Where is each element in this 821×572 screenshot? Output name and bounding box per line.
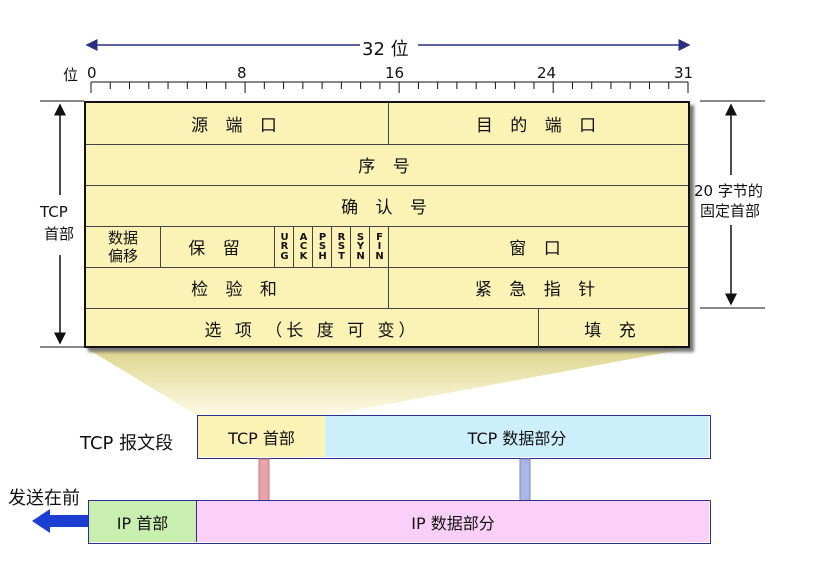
field-urgent-pointer: 紧 急 指 针	[474, 280, 602, 300]
field-padding: 填 充	[584, 320, 642, 341]
bit-unit-label: 位	[63, 66, 79, 84]
tick-label-8: 8	[237, 64, 247, 82]
zoom-funnel	[86, 348, 690, 416]
tcp-segment-label: TCP 报文段	[80, 433, 174, 454]
data-offset-line1: 数据	[107, 228, 138, 247]
tick-label-24: 24	[537, 64, 557, 82]
fixed-header-brace-label-line1: 20 字节的	[694, 182, 763, 200]
fixed-header-brace-label-line2: 固定首部	[700, 202, 761, 220]
side-braces	[40, 100, 765, 348]
ip-packet-box: IP 首部 IP 数据部分	[88, 500, 711, 544]
field-ack-number: 确 认 号	[341, 198, 433, 218]
tick-label-16: 16	[385, 64, 405, 82]
tcp-segment-box: TCP 首部 TCP 数据部分	[197, 415, 711, 459]
data-offset-line2: 偏移	[107, 246, 138, 265]
tcp-segment-header: TCP 首部	[198, 416, 325, 457]
field-source-port: 源 端 口	[191, 116, 283, 136]
width-label: 32 位	[362, 39, 409, 60]
bit-ruler	[85, 39, 691, 93]
field-destination-port: 目 的 端 口	[475, 116, 603, 136]
field-data-offset: 数据 偏移	[86, 226, 160, 267]
tcp-header-table: 源 端 口 目 的 端 口 序 号 确 认 号 数据 偏移 保 留 窗 口 检 …	[84, 101, 690, 348]
send-direction-arrow	[32, 509, 88, 533]
tick-label-0: 0	[87, 64, 97, 82]
field-options: 选 项 （长 度 可 变）	[204, 320, 420, 341]
tcp-segment-data: TCP 数据部分	[325, 416, 709, 457]
ip-data: IP 数据部分	[197, 501, 709, 542]
field-reserved: 保 留	[188, 239, 246, 259]
field-checksum: 检 验 和	[191, 280, 283, 300]
tick-label-31: 31	[674, 64, 694, 82]
tcp-header-brace-label-line1: TCP	[40, 203, 68, 221]
field-sequence-number: 序 号	[358, 157, 416, 177]
tcp-header-brace-label-line2: 首部	[44, 225, 75, 243]
field-window: 窗 口	[509, 239, 567, 259]
ip-header: IP 首部	[89, 501, 197, 542]
send-first-label: 发送在前	[8, 488, 80, 509]
